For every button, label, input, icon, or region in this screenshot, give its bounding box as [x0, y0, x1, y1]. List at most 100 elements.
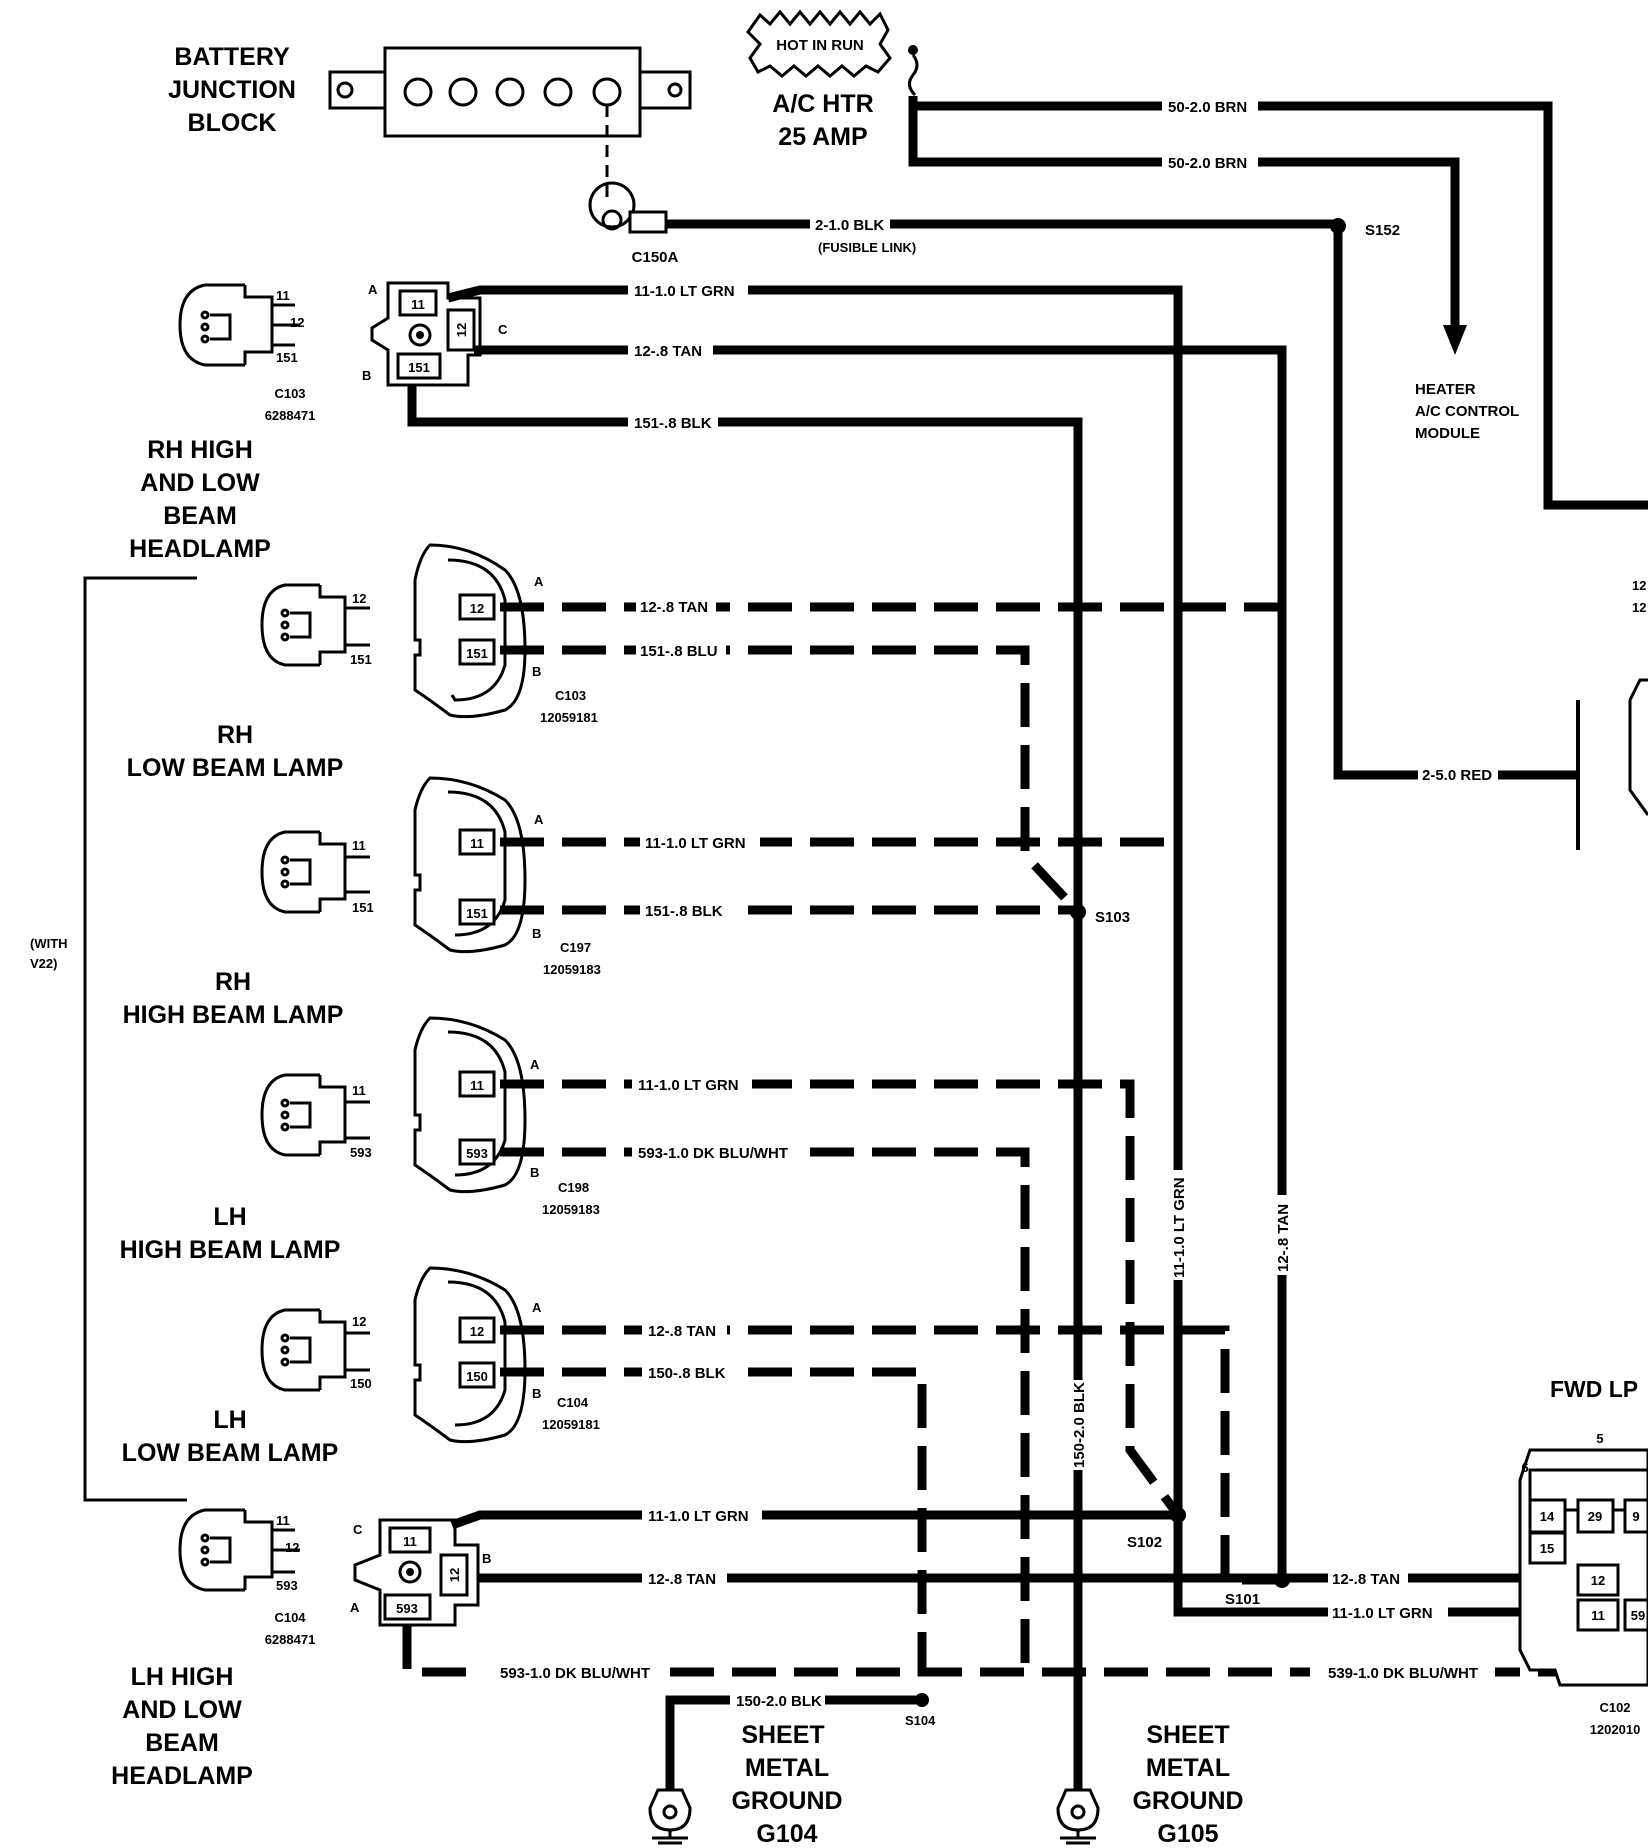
svg-text:B: B — [530, 1165, 539, 1180]
svg-text:A: A — [368, 282, 378, 297]
fuse-name-1: A/C HTR — [772, 90, 873, 118]
wire-label-g104-blk: 150-2.0 BLK — [736, 1693, 822, 1710]
fuse-name-2: 25 AMP — [778, 123, 867, 151]
c104-bottom-part: 6288471 — [265, 1632, 316, 1647]
wire-label-lh-tan: 12-.8 TAN — [648, 1571, 716, 1588]
wire-label-blk-fusible: 2-1.0 BLK — [815, 217, 884, 234]
svg-text:593: 593 — [350, 1145, 372, 1160]
c104-connector: 12 150 A B — [413, 1266, 542, 1444]
c150a-label: C150A — [632, 249, 679, 266]
svg-text:B: B — [482, 1551, 491, 1566]
wire-label-high-rh-blk: 151-.8 BLK — [645, 903, 723, 920]
svg-text:29: 29 — [1588, 1509, 1602, 1524]
wire-label-low-lh-tan: 12-.8 TAN — [648, 1323, 716, 1340]
wire-label-low-rh-tan: 12-.8 TAN — [640, 599, 708, 616]
right-edge-12b: 12 — [1632, 600, 1646, 615]
battery-junction-label-1: BATTERY — [174, 43, 290, 71]
svg-text:151: 151 — [350, 652, 372, 667]
c103-part: 12059181 — [540, 710, 598, 725]
svg-text:11: 11 — [403, 1534, 417, 1549]
rh-hilo-pin-11: 11 — [276, 288, 290, 303]
c102-connector: 14 29 9 15 12 11 59 5 6 — [1518, 1431, 1648, 1687]
rh-hilo-label-4: HEADLAMP — [129, 535, 271, 563]
lh-hilo-headlamp-symbol: 11 12 593 — [178, 1508, 300, 1593]
lh-high-label-2: HIGH BEAM LAMP — [120, 1236, 341, 1264]
wire-label-high-lh-ltgrn: 11-1.0 LT GRN — [638, 1077, 739, 1094]
lh-hilo-label-2: AND LOW — [122, 1696, 242, 1724]
wire-label-high-lh-dkblu: 593-1.0 DK BLU/WHT — [638, 1145, 788, 1162]
svg-text:11: 11 — [470, 1078, 484, 1093]
splice-s101: S101 — [1225, 1591, 1260, 1608]
rh-low-lamp-symbol: 12 151 — [260, 583, 372, 667]
fusible-link-label: (FUSIBLE LINK) — [818, 240, 916, 255]
rh-hilo-headlamp-symbol: 11 12 151 — [178, 283, 304, 367]
svg-text:9: 9 — [1632, 1509, 1639, 1524]
v22-label-1: (WITH — [30, 936, 68, 951]
rh-low-label-2: LOW BEAM LAMP — [127, 754, 344, 782]
g105-label-4: G105 — [1157, 1820, 1218, 1848]
splice-s103: S103 — [1095, 909, 1130, 926]
lh-high-lamp-symbol: 11 593 — [260, 1073, 372, 1160]
wire-label-rh-ltgrn: 11-1.0 LT GRN — [634, 283, 735, 300]
svg-text:11: 11 — [470, 836, 484, 851]
svg-text:A: A — [532, 1300, 542, 1315]
c103-connector: 12 151 A B — [413, 543, 544, 719]
wire-label-rh-tan: 12-.8 TAN — [634, 343, 702, 360]
svg-text:B: B — [532, 926, 541, 941]
rh-high-lamp-symbol: 11 151 — [260, 830, 374, 915]
svg-text:14: 14 — [1540, 1509, 1555, 1524]
svg-text:11: 11 — [352, 1083, 366, 1098]
lh-low-lamp-symbol: 12 150 — [260, 1308, 372, 1392]
c104-label: C104 — [557, 1395, 589, 1410]
svg-text:151: 151 — [466, 646, 488, 661]
heater-label-2: A/C CONTROL — [1415, 403, 1519, 420]
wire-label-vert-blk: 150-2.0 BLK — [1071, 1382, 1088, 1468]
g105-label-3: GROUND — [1132, 1787, 1243, 1815]
svg-text:11: 11 — [411, 297, 425, 312]
heater-label-3: MODULE — [1415, 425, 1480, 442]
c103-top-part: 6288471 — [265, 408, 316, 423]
svg-text:12: 12 — [454, 323, 469, 337]
wire-label-brn-2: 50-2.0 BRN — [1168, 155, 1247, 172]
fuse-hot-label: HOT IN RUN — [776, 37, 864, 54]
battery-junction-label-3: BLOCK — [188, 109, 277, 137]
c103-top-connector: 11 12 151 A C B — [362, 281, 508, 387]
right-edge-12a: 12 — [1632, 578, 1646, 593]
c197-connector: 11 151 A B — [413, 776, 544, 954]
svg-text:A: A — [534, 812, 544, 827]
rh-high-label-2: HIGH BEAM LAMP — [123, 1001, 344, 1029]
g104-label-1: SHEET — [741, 1721, 824, 1749]
c102-part: 1202010 — [1590, 1722, 1641, 1737]
splice-s104: S104 — [905, 1713, 936, 1728]
wire-label-rh-blk: 151-.8 BLK — [634, 415, 712, 432]
wire-label-vert-tan: 12-.8 TAN — [1275, 1204, 1292, 1272]
wire-label-low-lh-blk: 150-.8 BLK — [648, 1365, 726, 1382]
svg-text:12: 12 — [352, 591, 366, 606]
svg-text:12: 12 — [470, 601, 484, 616]
wire-label-red: 2-5.0 RED — [1422, 767, 1492, 784]
wire-label-brn-1: 50-2.0 BRN — [1168, 99, 1247, 116]
g104-ground-icon — [648, 1788, 692, 1845]
wire-label-vert-ltgrn: 11-1.0 LT GRN — [1171, 1177, 1188, 1278]
c150a-terminal: C150A — [588, 181, 679, 266]
c198-label: C198 — [558, 1180, 589, 1195]
lh-low-label-1: LH — [213, 1406, 246, 1434]
wire-label-high-rh-ltgrn: 11-1.0 LT GRN — [645, 835, 746, 852]
svg-text:12: 12 — [470, 1324, 484, 1339]
wire-label-lh-ltgrn: 11-1.0 LT GRN — [648, 1508, 749, 1525]
g104-label-2: METAL — [745, 1754, 829, 1782]
svg-text:A: A — [350, 1600, 360, 1615]
svg-text:11: 11 — [1591, 1608, 1605, 1623]
heater-label-1: HEATER — [1415, 381, 1476, 398]
svg-text:150: 150 — [466, 1369, 488, 1384]
svg-text:11: 11 — [352, 838, 366, 853]
svg-text:5: 5 — [1596, 1431, 1603, 1446]
g105-ground-icon — [1056, 1788, 1100, 1845]
v22-bracket — [83, 576, 197, 1502]
svg-text:15: 15 — [1540, 1541, 1554, 1556]
battery-junction-label-2: JUNCTION — [168, 76, 296, 104]
rh-hilo-label-3: BEAM — [163, 502, 237, 530]
splice-s102: S102 — [1127, 1534, 1162, 1551]
g105-label-1: SHEET — [1146, 1721, 1229, 1749]
c104-bottom-label: C104 — [274, 1610, 306, 1625]
